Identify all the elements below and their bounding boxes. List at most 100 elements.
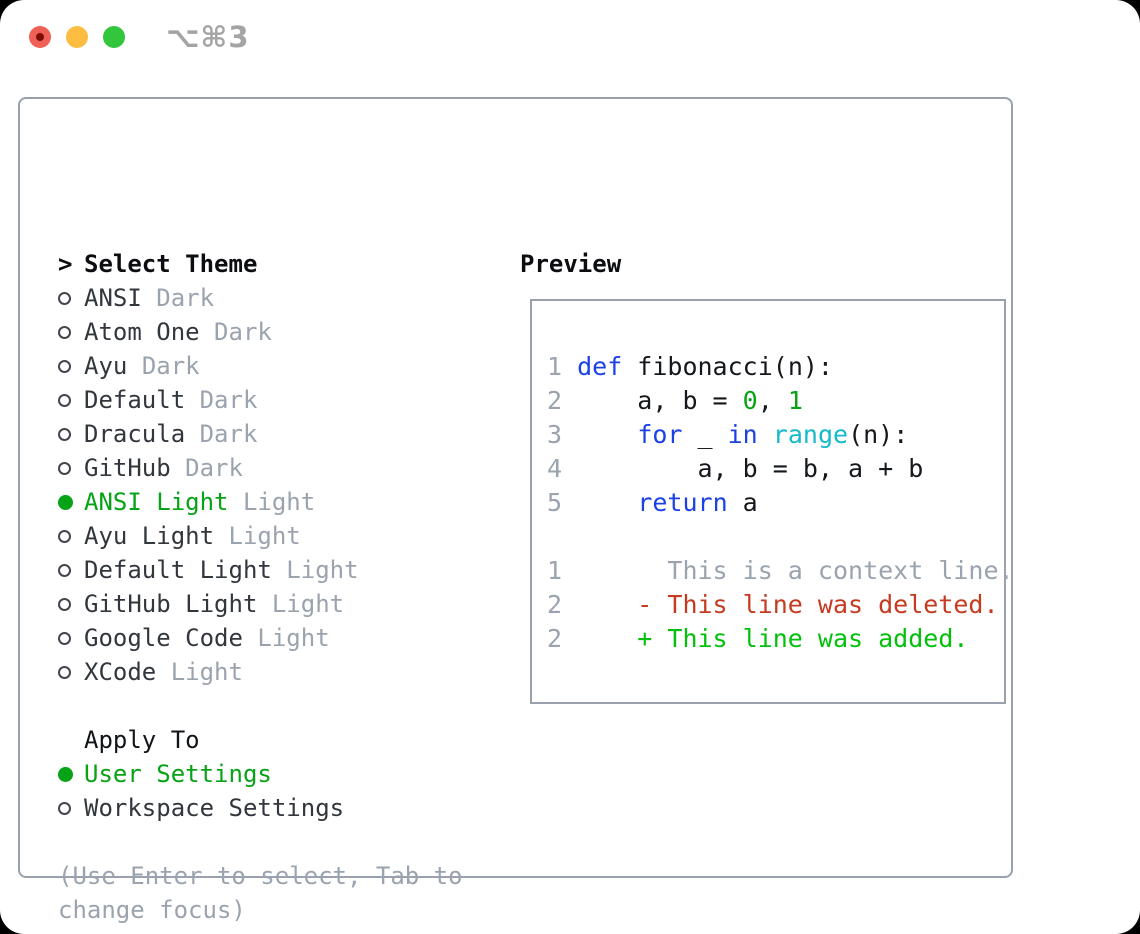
radio-unselected-icon [58,393,84,407]
theme-list-item[interactable]: XCode Light [58,655,498,689]
preview-diff-line: 1 This is a context line. [547,554,1014,588]
focus-caret-icon: > [58,250,73,278]
minimize-button-icon[interactable] [66,26,88,48]
code-token: fibonacci(n): [622,352,833,381]
theme-name: Google Code [84,624,243,652]
theme-name: Ayu Light [84,522,215,550]
preview-diff-line: 2 + This line was added. [547,622,996,656]
code-token [758,420,773,449]
theme-list-item[interactable]: GitHub Light Light [58,587,498,621]
code-token: a, b = b, a + b [577,454,924,483]
zoom-button-icon[interactable] [103,26,125,48]
theme-name: GitHub Light [84,590,258,618]
radio-unselected-icon [58,665,84,679]
code-token: for [637,420,683,449]
line-number: 2 [547,624,563,653]
radio-unselected-icon [58,427,84,441]
preview-title: Preview [520,250,622,278]
code-token: a, b = [577,386,743,415]
theme-list-item[interactable]: Dracula Dark [58,417,498,451]
theme-panel-header: > Select Theme [58,247,498,281]
help-text-line-1: (Use Enter to select, Tab to [58,862,463,890]
code-token: range [772,420,849,449]
radio-unselected-icon [58,461,84,475]
window-shortcut-label: ⌥⌘3 [166,20,250,54]
code-token: 1 [787,386,803,415]
radio-selected-icon [58,494,84,510]
theme-variant-badge: Dark [141,352,200,380]
theme-name: ANSI Light [84,488,229,516]
line-number: 1 [547,352,563,381]
code-token: + This line was added. [577,624,969,653]
preview-diff-line: 2 - This line was deleted. [547,588,999,622]
help-text-line-2: change focus) [58,896,246,924]
radio-unselected-icon [58,291,84,305]
code-token: in [727,420,758,449]
theme-variant-badge: Dark [214,318,272,346]
theme-name: Dracula [84,420,186,448]
code-token: , [757,386,788,415]
code-token: This is a context line. [577,556,1014,585]
code-token: def [577,352,623,381]
theme-list-item[interactable]: ANSI Light Light [58,485,498,519]
line-number: 2 [547,590,563,619]
preview-code-line: 1 def fibonacci(n): [547,350,996,384]
blank-line [547,520,996,554]
theme-list-item[interactable]: GitHub Dark [58,451,498,485]
apply-to-title: Apply To [84,726,200,754]
preview-code-line: 5 return a [547,486,996,520]
close-button-icon[interactable] [29,26,51,48]
radio-unselected-icon [58,325,84,339]
line-number: 5 [547,488,563,517]
code-token: a [727,488,758,517]
code-token: 0 [742,386,758,415]
theme-variant-badge: Light [242,488,316,516]
preview-code-line: 4 a, b = b, a + b [547,452,996,486]
radio-unselected-icon [58,631,84,645]
radio-selected-icon [58,766,84,782]
code-token: _ [682,420,728,449]
apply-to-option-label: User Settings [84,760,272,788]
traffic-lights [29,26,125,48]
apply-to-header: Apply To [58,723,498,757]
code-token: - This line was deleted. [577,590,999,619]
theme-variant-badge: Light [170,658,243,686]
code-token [577,488,637,517]
apply-to-option-label: Workspace Settings [84,794,345,822]
theme-name: Ayu [84,352,128,380]
theme-list-item[interactable]: ANSI Dark [58,281,498,315]
theme-name: Default Light [84,556,272,584]
theme-variant-badge: Dark [199,386,258,414]
line-number: 1 [547,556,563,585]
apply-to-option[interactable]: Workspace Settings [58,791,498,825]
code-token: (n): [848,420,909,449]
theme-list-item[interactable]: Ayu Light Light [58,519,498,553]
theme-name: Atom One [84,318,200,346]
spacer [58,825,498,859]
theme-list-item[interactable]: Default Light Light [58,553,498,587]
theme-name: Default [84,386,186,414]
theme-list-item[interactable]: Google Code Light [58,621,498,655]
theme-variant-badge: Light [257,624,330,652]
theme-variant-badge: Light [228,522,301,550]
line-number: 4 [547,454,563,483]
code-token: return [637,488,728,517]
theme-name: GitHub [84,454,171,482]
line-number: 2 [547,386,563,415]
theme-variant-badge: Dark [199,420,258,448]
radio-unselected-icon [58,597,84,611]
theme-list-item[interactable]: Atom One Dark [58,315,498,349]
theme-variant-badge: Light [271,590,345,618]
radio-unselected-icon [58,801,84,815]
preview-pane: 1 def fibonacci(n): 2 a, b = 0, 1 3 for _ i… [530,299,1014,704]
theme-list-item[interactable]: Default Dark [58,383,498,417]
apply-to-option[interactable]: User Settings [58,757,498,791]
preview-code-line: 3 for _ in range(n): [547,418,996,452]
theme-name: XCode [84,658,157,686]
theme-list-item[interactable]: Ayu Dark [58,349,498,383]
theme-variant-badge: Light [286,556,359,584]
